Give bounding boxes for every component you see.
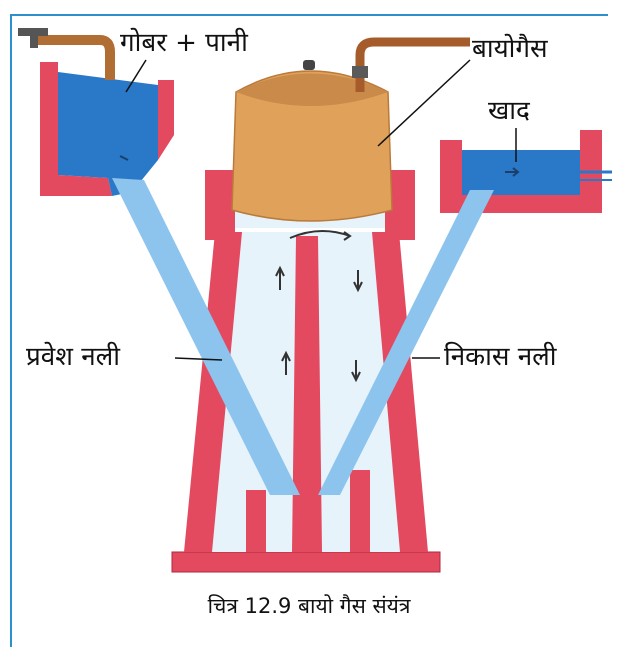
inlet-pipe-label: प्रवेश नली [26,344,120,370]
manure-label: खाद [488,98,530,124]
gas-valve [352,66,368,78]
base-platform [172,552,440,572]
cowdung-water-label: गोबर + पानी [120,30,248,56]
leader-biogas [378,60,470,146]
dome-knob [303,60,315,70]
right-bottom-stub [350,470,370,552]
left-bottom-stub [246,490,266,552]
gas-outlet-pipe [360,42,470,92]
figure-caption: चित्र 12.9 बायो गैस संयंत्र [0,596,618,617]
biogas-label: बायोगैस [472,36,548,62]
inlet-tank-wall-right [158,80,174,160]
outlet-slurry [462,150,580,195]
central-partition-wall [292,236,322,552]
outlet-pipe-label: निकास नली [444,344,557,370]
dome-collar-left [205,170,235,240]
inlet-tap-stem [30,30,38,48]
